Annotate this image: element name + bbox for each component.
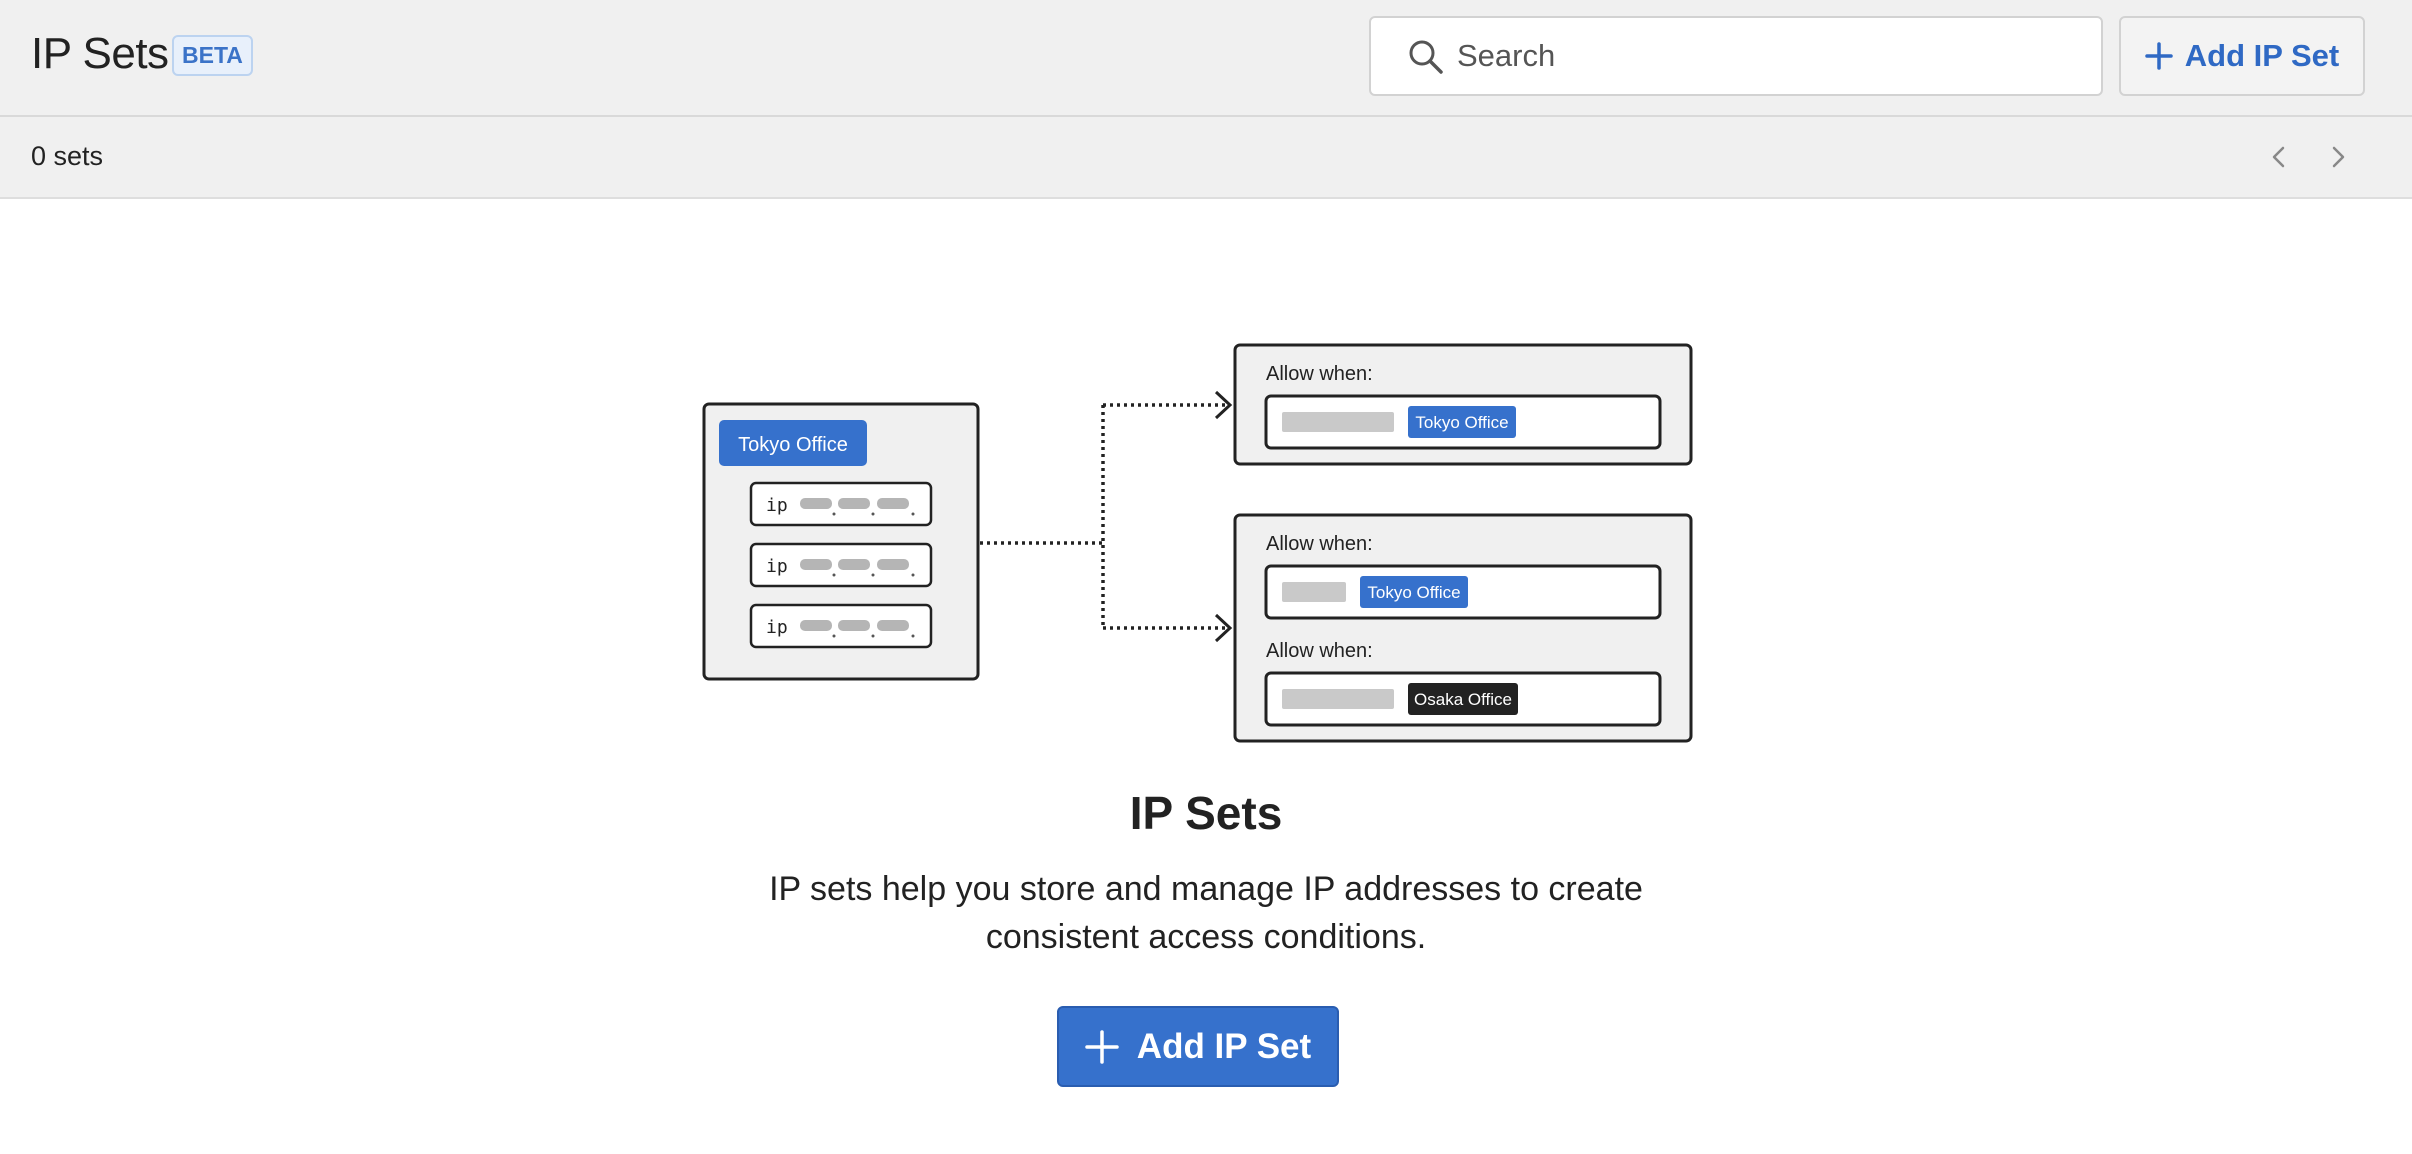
ip-row: ip [749, 481, 933, 527]
page-title: IP Sets [31, 29, 169, 78]
allow-when-label: Allow when: [1266, 640, 1373, 662]
search-box[interactable] [1369, 16, 2103, 96]
ip-prefix: ip [766, 617, 788, 638]
next-page-button[interactable] [2320, 139, 2356, 175]
search-input[interactable] [1457, 28, 2077, 84]
list-toolbar: 0 sets [0, 117, 2412, 199]
add-ip-set-button[interactable]: Add IP Set [1057, 1006, 1339, 1087]
empty-state-title: IP Sets [1129, 787, 1283, 839]
placeholder-bar [1282, 412, 1394, 432]
ip-set-tag [1360, 576, 1468, 608]
chevron-right-icon [2332, 146, 2345, 168]
empty-state-description: IP sets help you store and manage IP add… [769, 870, 1643, 956]
connector-lines [980, 403, 1227, 630]
add-ip-set-header-button[interactable]: Add IP Set [2119, 16, 2365, 96]
allow-when-label: Allow when: [1266, 533, 1373, 555]
previous-page-button[interactable] [2261, 139, 2297, 175]
arrow-head-icon [1214, 390, 1233, 420]
search-icon [1409, 40, 1443, 74]
top-bar: IP Sets BETA Add IP Set [0, 0, 2412, 117]
ip-set-tag-text: Osaka Office [1414, 690, 1512, 709]
ip-set-tag [1408, 406, 1516, 438]
set-count: 0 sets [31, 141, 104, 171]
ip-set-tag-text: Tokyo Office [1415, 413, 1508, 432]
chevron-left-icon [2272, 146, 2285, 168]
ip-prefix: ip [766, 495, 788, 516]
plus-icon [2145, 42, 2173, 70]
beta-badge: BETA [172, 35, 253, 76]
ip-set-label-text: Tokyo Office [738, 434, 848, 456]
ip-set-tag-text: Tokyo Office [1367, 583, 1460, 602]
ip-prefix: ip [766, 556, 788, 577]
ip-set-label-chip [719, 420, 867, 466]
ip-row: ip [749, 542, 933, 588]
allow-when-label: Allow when: [1266, 363, 1373, 385]
add-ip-set-header-label: Add IP Set [2184, 38, 2340, 73]
placeholder-bar [1282, 689, 1394, 709]
add-ip-set-label: Add IP Set [1136, 1026, 1312, 1066]
ip-sets-illustration: Tokyo Office ip ip ip Allow when: Toky [702, 343, 1693, 743]
ip-set-tag [1408, 683, 1518, 715]
placeholder-bar [1282, 582, 1346, 602]
ip-row: ip [749, 603, 933, 649]
arrow-head-icon [1214, 613, 1233, 643]
plus-icon [1085, 1029, 1119, 1064]
